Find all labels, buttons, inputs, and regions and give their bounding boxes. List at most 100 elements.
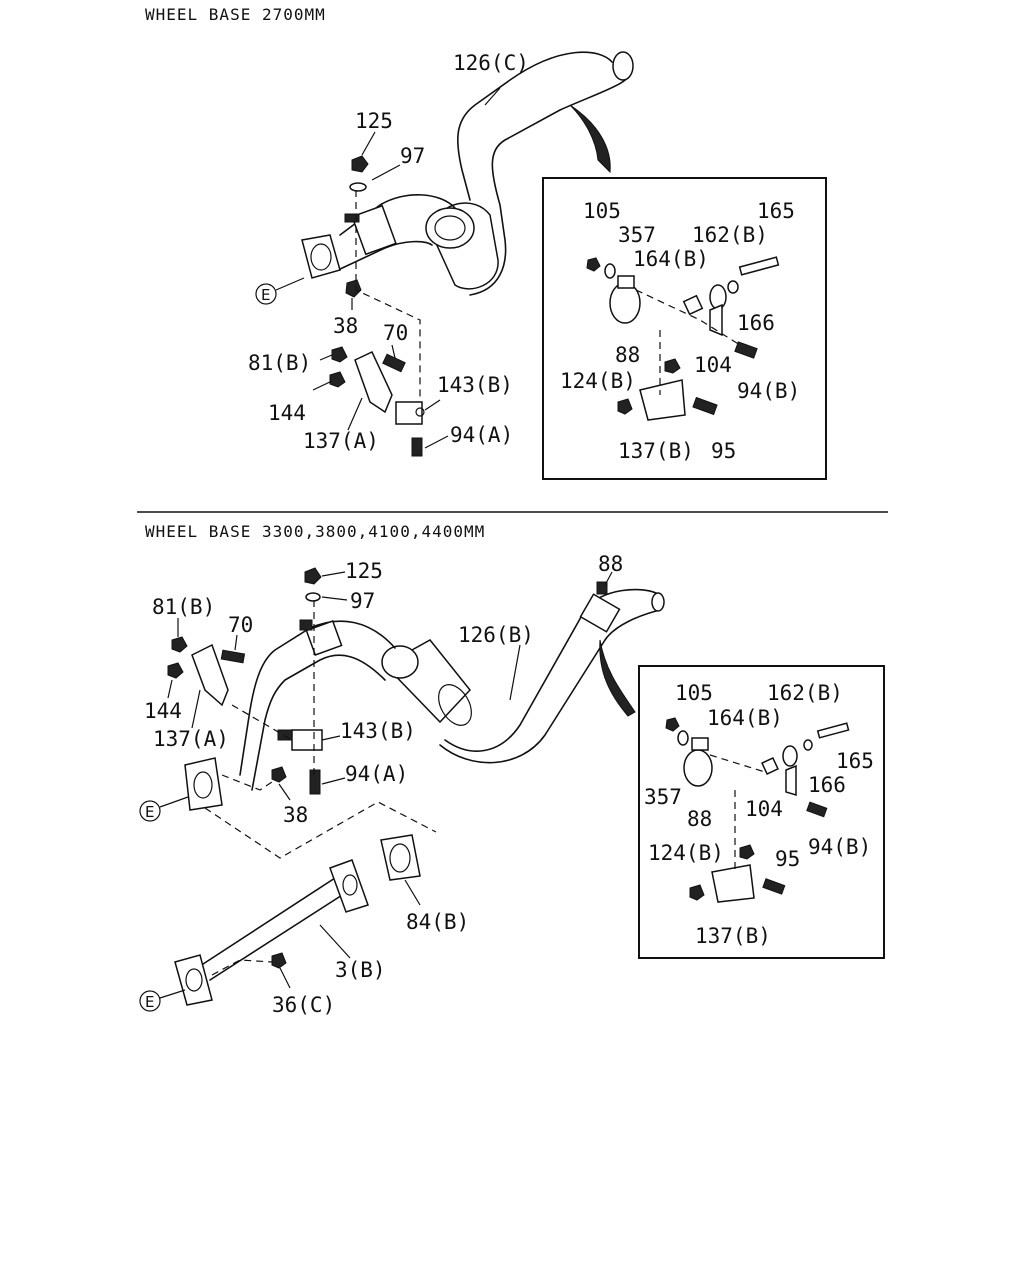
clamp-88-top xyxy=(351,204,397,256)
leader-97-bottom xyxy=(321,596,348,601)
muffler-126b-outlet xyxy=(438,684,472,726)
bottom-inset-box xyxy=(638,665,885,959)
label-126b: 126(B) xyxy=(458,623,534,647)
label-143b-top: 143(B) xyxy=(437,373,513,397)
gasket-84b xyxy=(380,834,421,881)
flange-e-bottom xyxy=(184,757,223,811)
inset-spacer-164b-bottom xyxy=(761,757,779,775)
dash-axis-bottom xyxy=(231,600,315,780)
clamp-88-bottom xyxy=(579,593,621,633)
pipe-3b-flange-right xyxy=(329,859,369,913)
inset-nut-104-bottom xyxy=(739,844,755,860)
dash-joint-bottom xyxy=(204,774,437,859)
mount-143b-top xyxy=(395,401,423,425)
leader-144-top xyxy=(312,380,333,391)
inset-nut-124b-top xyxy=(617,398,633,415)
dash-3b-left xyxy=(211,959,273,976)
pipe-3b-flange-right-hole xyxy=(342,874,358,896)
label-81b-bottom: 81(B) xyxy=(152,595,215,619)
label-3b: 3(B) xyxy=(335,958,386,982)
leader-70-top xyxy=(391,344,396,359)
mount-143b-hole xyxy=(415,407,425,417)
flange-e-bottom-hole xyxy=(193,771,213,799)
leader-125-bottom xyxy=(321,571,346,577)
label-38-top: 38 xyxy=(333,314,358,338)
bracket-137a-top xyxy=(354,351,393,414)
leader-36c xyxy=(279,967,291,989)
nut-125-top xyxy=(351,155,369,173)
bolt-94a-top xyxy=(411,437,423,457)
inset-plate-bottom xyxy=(785,764,797,797)
leader-144-bottom xyxy=(167,679,173,699)
nut-36c xyxy=(271,952,287,969)
leader-e-top xyxy=(275,277,305,291)
leader-94a-top xyxy=(424,435,449,449)
nut-81b-top xyxy=(331,346,348,363)
inset-label-88-top: 88 xyxy=(615,343,640,367)
nut-38-top xyxy=(345,279,362,298)
label-e-top: E xyxy=(261,286,270,304)
pipe-126b-end xyxy=(651,592,665,612)
washer-97-top xyxy=(349,182,367,192)
inset-bracket-137b-bottom xyxy=(711,864,755,903)
leader-70-bottom xyxy=(234,634,238,651)
inset-dash-top xyxy=(635,289,741,395)
label-88-bottom: 88 xyxy=(598,552,623,576)
inset-bush-162b-top xyxy=(709,284,727,310)
section-header-top: WHEEL BASE 2700MM xyxy=(145,5,326,24)
inset-label-357-bottom: 357 xyxy=(644,785,682,809)
label-144-top: 144 xyxy=(268,401,306,425)
pipe-3b-flange-left-hole xyxy=(185,968,203,992)
bottom-inset: 105 162(B) 164(B) 165 166 357 88 104 124… xyxy=(638,665,885,959)
inset-nut-105-top xyxy=(586,257,601,272)
inset-label-105-bottom: 105 xyxy=(675,681,713,705)
inset-label-162b-bottom: 162(B) xyxy=(767,681,843,705)
label-97-bottom: 97 xyxy=(350,589,375,613)
inset-clamp-88-bottom xyxy=(683,749,713,787)
washer-97-bottom xyxy=(305,592,321,602)
inset-label-137b-bottom: 137(B) xyxy=(695,924,771,948)
inset-label-104-top: 104 xyxy=(694,353,732,377)
ref-circle-e-bottom-2 xyxy=(139,990,161,1012)
label-137a-bottom: 137(A) xyxy=(153,727,229,751)
inset-bolt-165-top xyxy=(738,256,780,276)
top-assembly: E 126(C) 125 97 38 70 81( xyxy=(248,51,634,457)
inset-label-124b-bottom: 124(B) xyxy=(648,841,724,865)
leader-88-bottom xyxy=(604,571,613,586)
inset-nut-105-bottom xyxy=(665,717,680,732)
inset-label-124b-top: 124(B) xyxy=(560,369,636,393)
clamp-88-tab-bottom xyxy=(596,581,608,595)
inset-label-137b-top: 137(B) xyxy=(618,439,694,463)
leader-94a-bottom xyxy=(321,777,346,785)
inset-washer-166-bottom xyxy=(803,739,813,751)
label-94a-top: 94(A) xyxy=(450,423,513,447)
callout-arrow-bottom xyxy=(599,639,636,717)
flange-e-hole xyxy=(310,243,332,271)
inset-bolt-165-bottom xyxy=(816,722,850,739)
inset-label-162b-top: 162(B) xyxy=(692,223,768,247)
flange-e-top xyxy=(301,234,341,279)
nut-125-bottom xyxy=(304,567,322,585)
bottom-assembly: E xyxy=(139,552,665,1017)
inset-nut-104-top xyxy=(664,358,681,374)
front-pipe-bottom-inner xyxy=(251,654,386,791)
inset-dash-bottom xyxy=(709,754,766,870)
inset-bolt-94b-top xyxy=(734,341,758,359)
pipe-126b-upper xyxy=(444,588,661,752)
clamp-bottom-front xyxy=(305,620,343,656)
nut-144-bottom xyxy=(167,662,184,679)
top-inset-box xyxy=(542,177,827,480)
top-inset: 105 357 162(B) 165 164(B) 166 88 104 124… xyxy=(542,177,827,480)
leader-137a-bottom xyxy=(191,689,201,729)
dash-axis-top xyxy=(355,190,421,400)
nut-81b-bottom xyxy=(171,636,188,653)
label-125-top: 125 xyxy=(355,109,393,133)
leader-143b-top xyxy=(424,399,441,411)
pipe-126c-end xyxy=(612,51,634,81)
bolt-70-top xyxy=(382,353,406,373)
inset-bracket-137b-top xyxy=(639,379,686,421)
inset-clamp-tab-bottom xyxy=(691,737,709,751)
label-38-bottom: 38 xyxy=(283,803,308,827)
